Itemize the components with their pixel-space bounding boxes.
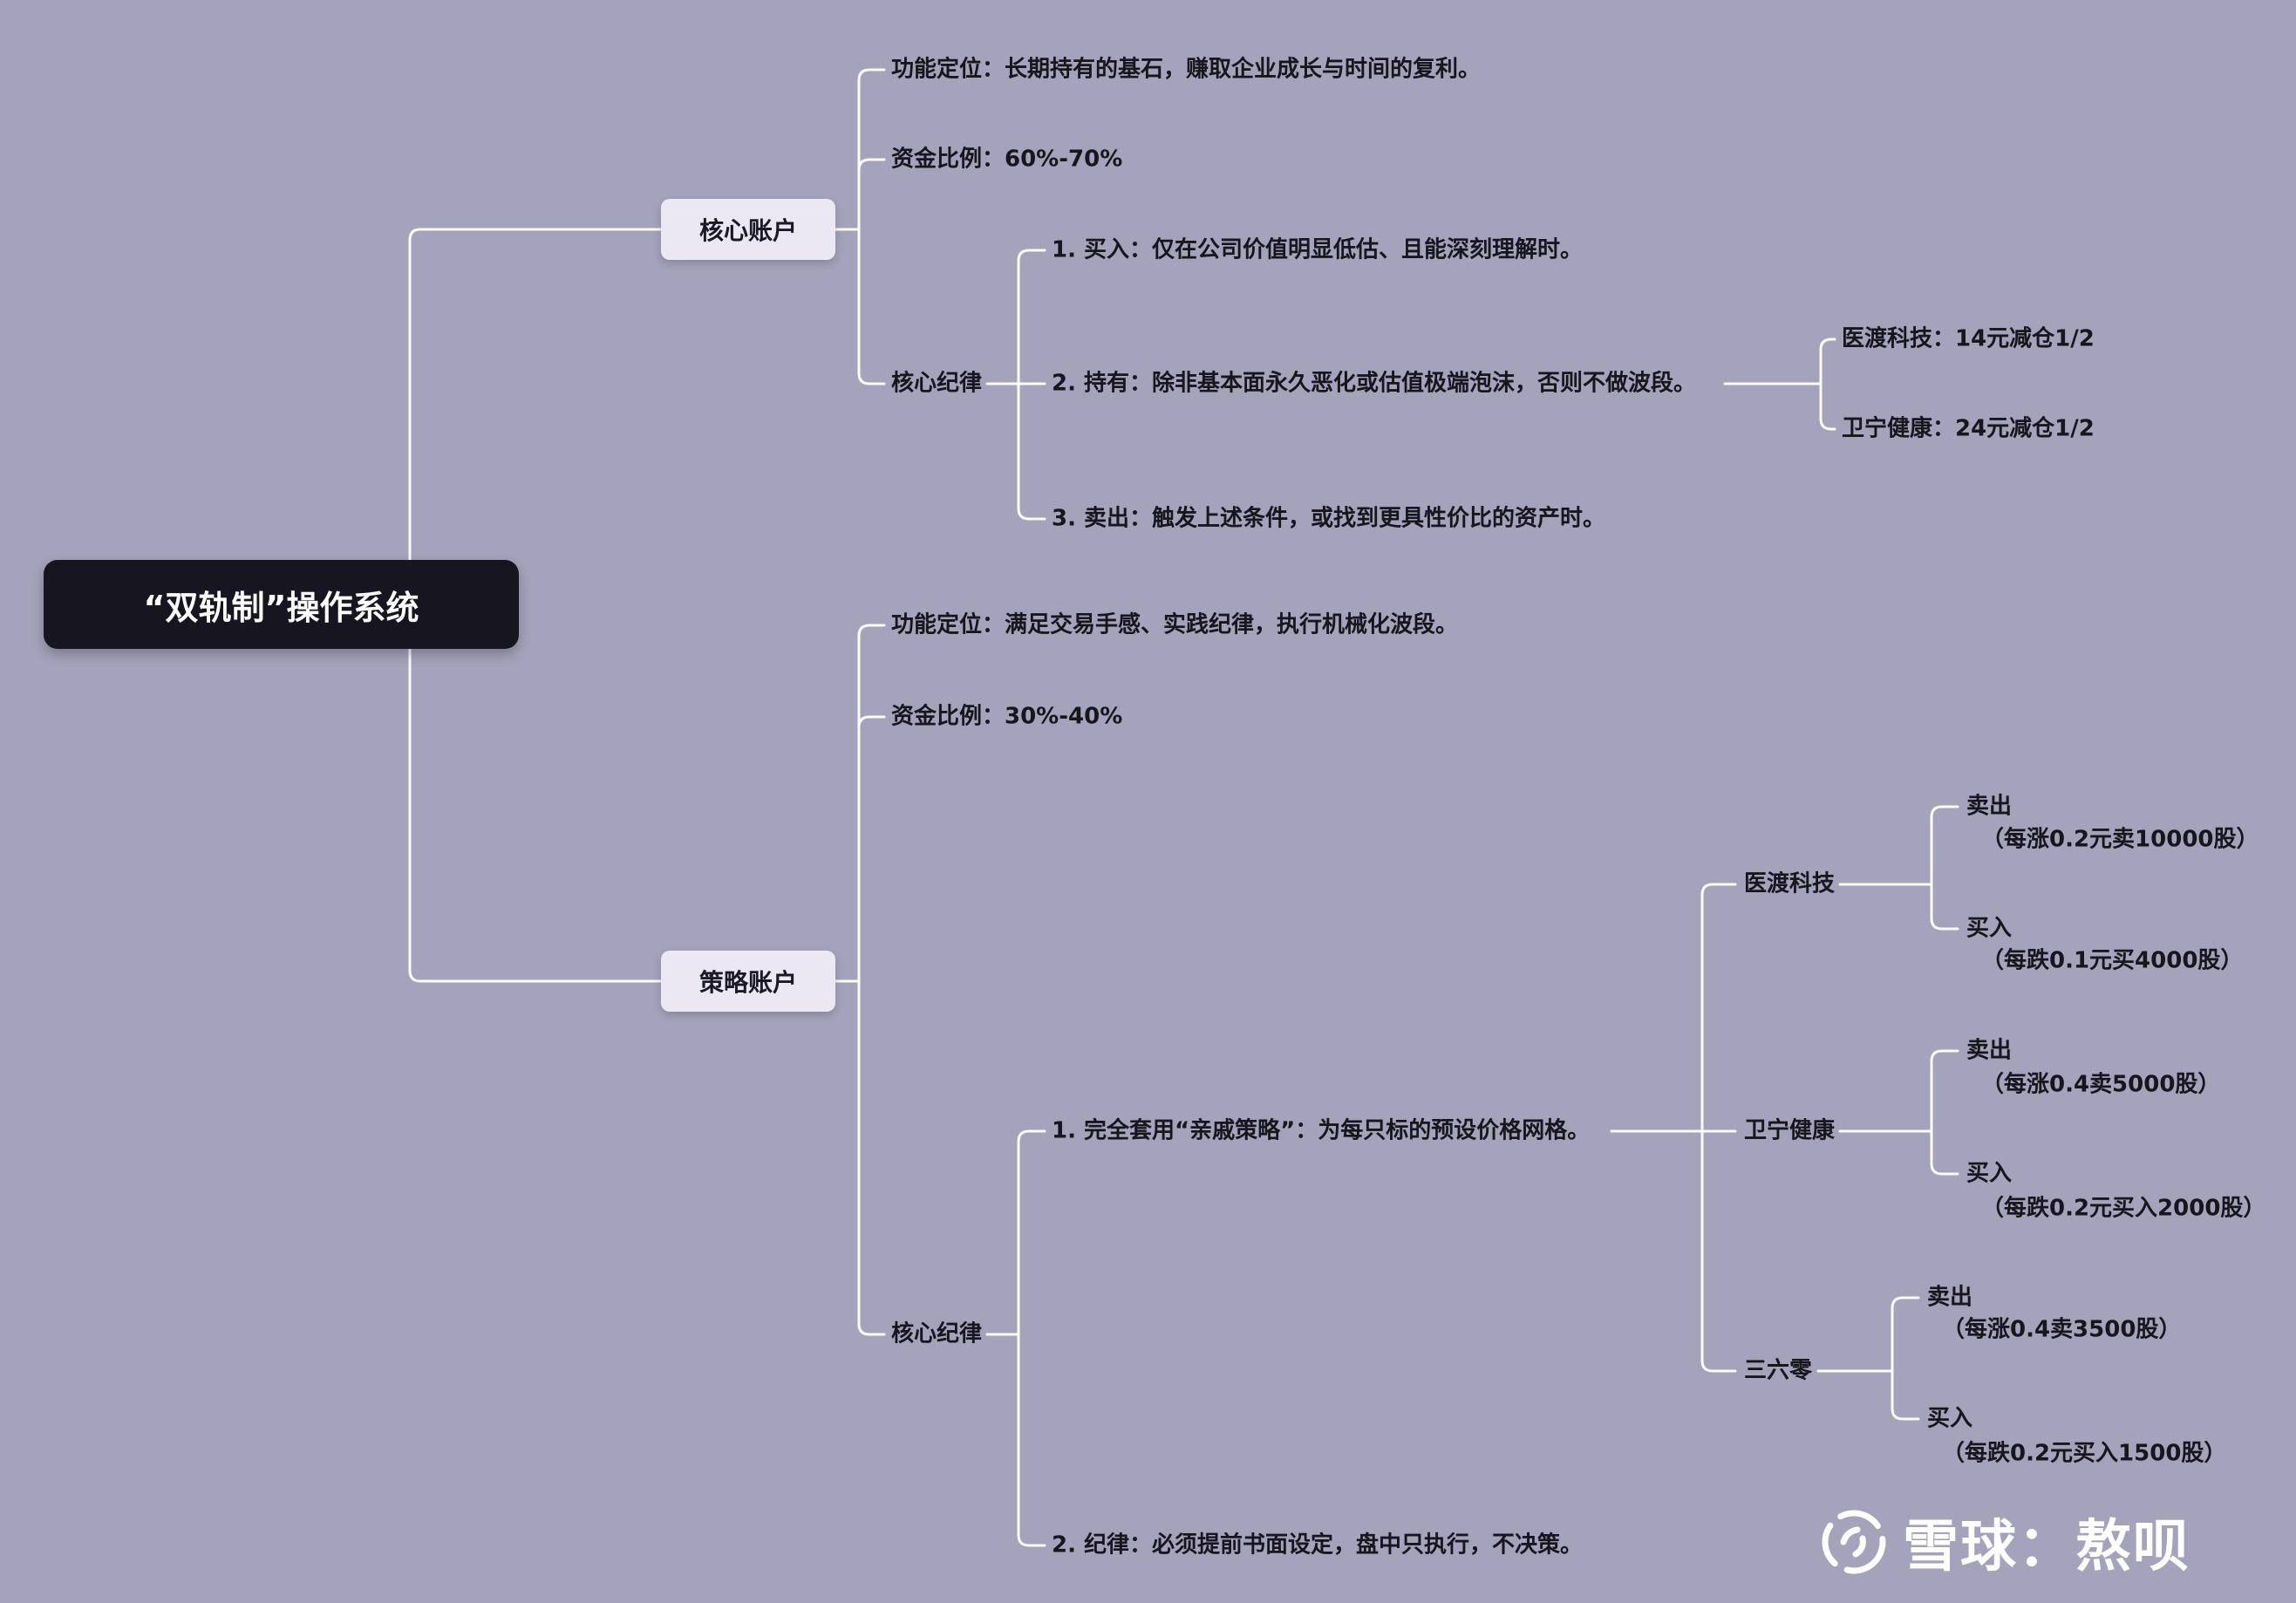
strategy-function-label: 功能定位：满足交易手感、实践纪律，执行机械化波段。 <box>891 611 1459 638</box>
strategy-discipline-to-item1 <box>1017 1129 1046 1336</box>
strategy-rule-discipline-label: 2. 纪律：必须提前书面设定，盘中只执行，不决策。 <box>1052 1531 1584 1559</box>
hold-to-note1 <box>1819 338 1836 385</box>
strategy-to-function <box>857 624 886 983</box>
root-node[interactable]: “双轨制”操作系统 <box>44 560 519 649</box>
grid-to-yidu <box>1700 883 1737 1133</box>
yidu-to-buy <box>1930 883 1959 931</box>
core-discipline-to-item3 <box>1017 382 1046 521</box>
core-to-discipline <box>857 228 886 385</box>
watermark: 雪球：熬呗 <box>1817 1502 2190 1582</box>
yidu-to-sell <box>1930 805 1959 886</box>
weining-to-sell <box>1930 1049 1959 1133</box>
sanliuling-sell-label: 卖出 <box>1927 1284 1973 1311</box>
strategy-ratio-label: 资金比例：30%-40% <box>891 703 1123 730</box>
xueqiu-logo-icon <box>1822 1510 1886 1574</box>
core-function-label: 功能定位：长期持有的基石，赚取企业成长与时间的复利。 <box>891 56 1482 83</box>
weining-sell-rule: （每涨0.4卖5000股） <box>1981 1071 2221 1098</box>
weining-sell-label: 卖出 <box>1966 1037 2013 1064</box>
strategy-to-ratio <box>857 715 886 729</box>
core-discipline-to-item1 <box>1017 249 1046 385</box>
core-rule-sell-label: 3. 卖出：触发上述条件，或找到更具性价比的资产时。 <box>1052 505 1606 532</box>
strategy-to-discipline <box>857 979 886 1336</box>
weining-buy-label: 买入 <box>1966 1160 2013 1187</box>
sanliuling-to-sell <box>1891 1296 1920 1373</box>
core-ratio-label: 资金比例：60%-70% <box>891 146 1123 173</box>
core-to-function <box>857 68 886 231</box>
sanliuling-sell-rule: （每涨0.4卖3500股） <box>1942 1316 2182 1343</box>
strategy-account-node[interactable]: 策略账户 <box>661 951 835 1012</box>
hold-note-yidu-label: 医渡科技：14元减仓1/2 <box>1842 325 2095 352</box>
sanliuling-buy-rule: （每跌0.2元买入1500股） <box>1942 1440 2227 1467</box>
yidu-sell-label: 卖出 <box>1966 793 2013 820</box>
core-rule-hold-label: 2. 持有：除非基本面永久恶化或估值极端泡沫，否则不做波段。 <box>1052 370 1697 397</box>
sanliuling-to-buy <box>1891 1369 1920 1421</box>
stock-yidu-label: 医渡科技 <box>1744 870 1836 897</box>
grid-to-sanliuling <box>1700 1129 1737 1373</box>
core-to-ratio <box>857 158 886 172</box>
core-discipline-label: 核心纪律 <box>891 370 983 397</box>
yidu-buy-rule: （每跌0.1元买4000股） <box>1981 947 2244 974</box>
strategy-rule-grid-label: 1. 完全套用“亲戚策略”：为每只标的预设价格网格。 <box>1052 1117 1591 1144</box>
watermark-brand-text: 雪球：熬呗 <box>1903 1515 2190 1579</box>
strategy-discipline-to-item2 <box>1017 1333 1046 1547</box>
core-rule-buy-label: 1. 买入：仅在公司价值明显低估、且能深刻理解时。 <box>1052 236 1584 263</box>
strategy-discipline-label: 核心纪律 <box>891 1320 983 1347</box>
yidu-sell-rule: （每涨0.2元卖10000股） <box>1981 826 2259 853</box>
sanliuling-buy-label: 买入 <box>1927 1405 1973 1432</box>
hold-to-note2 <box>1819 382 1836 431</box>
stock-weining-label: 卫宁健康 <box>1744 1117 1836 1144</box>
weining-to-buy <box>1930 1129 1959 1176</box>
weining-buy-rule: （每跌0.2元买入2000股） <box>1981 1195 2266 1222</box>
core-account-node[interactable]: 核心账户 <box>661 199 835 260</box>
stock-sanliuling-label: 三六零 <box>1744 1357 1813 1384</box>
hold-note-weining-label: 卫宁健康：24元减仓1/2 <box>1842 415 2095 442</box>
yidu-buy-label: 买入 <box>1966 915 2013 942</box>
